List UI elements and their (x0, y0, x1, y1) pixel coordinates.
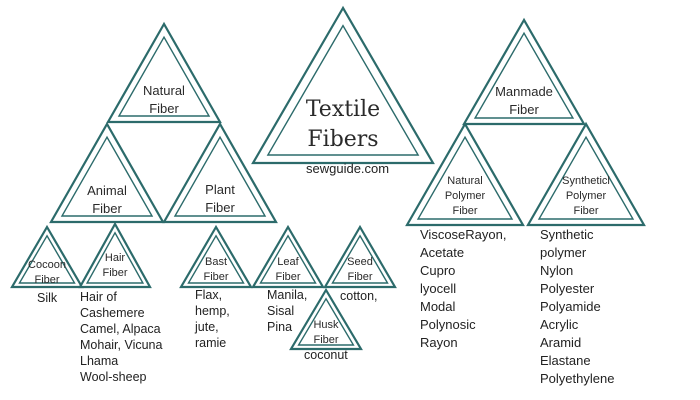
bast-fiber-triangle (179, 224, 253, 289)
list-husk: coconut (304, 346, 348, 364)
list-item: Acrylic (540, 317, 579, 332)
animal-fiber-triangle-label: Animal (87, 183, 127, 198)
list-item: Camel, Alpaca (80, 322, 161, 336)
list-item: Acetate (420, 245, 465, 260)
list-item: Polyethylene (540, 371, 615, 386)
leaf-fiber-triangle-label: Leaf (277, 256, 299, 268)
source-credit: sewguide.com (306, 161, 390, 176)
husk-fiber-triangle-label: Fiber (313, 334, 338, 346)
list-item: Pina (267, 320, 293, 334)
natural-polymer-triangle-label: Fiber (452, 205, 477, 217)
list-item: Rayon (420, 335, 458, 350)
title-triangle (251, 5, 435, 165)
list-item: Hair of (80, 290, 117, 304)
list-item: Aramid (540, 335, 582, 350)
list-item: hemp, (195, 304, 230, 318)
seed-fiber-triangle-label: Seed (347, 256, 373, 268)
animal-fiber-triangle (49, 121, 165, 224)
list-item: Polyester (540, 281, 595, 296)
synthetic-polymer-triangle-label: Polymer (566, 190, 607, 202)
synthetic-polymer-triangle-label: Syntheticl (562, 175, 610, 187)
list-item: Polyamide (540, 299, 601, 314)
natural-polymer-triangle (405, 121, 525, 227)
list-cocoon: Silk (37, 289, 57, 307)
list-item: Cashemere (80, 306, 145, 320)
cocoon-fiber-triangle (10, 224, 84, 289)
list-item: Elastane (540, 353, 591, 368)
list-item: Lhama (80, 354, 119, 368)
list-item: Nylon (540, 263, 574, 278)
list-item: lyocell (420, 281, 457, 296)
list-bast: Flax, hemp, jute, ramie (195, 287, 230, 351)
natural-fiber-triangle-label: Fiber (149, 101, 179, 116)
bast-fiber-triangle-label: Fiber (203, 271, 228, 283)
list-item: Mohair, Vicuna (80, 338, 163, 352)
hair-fiber-triangle-label: Fiber (102, 267, 127, 279)
synthetic-polymer-triangle-label: Fiber (573, 205, 598, 217)
list-item: Wool-sheep (80, 370, 147, 384)
list-item: Flax, (195, 288, 223, 302)
seed-fiber-triangle-label: Fiber (347, 271, 372, 283)
cocoon-fiber-triangle-label: Cocoon (28, 259, 66, 271)
hair-fiber-triangle-label: Hair (105, 252, 126, 264)
list-item: Silk (37, 291, 58, 305)
natural-polymer-triangle-label: Polymer (445, 190, 486, 202)
list-seed: cotton, (340, 287, 378, 305)
title-triangle-label: Textile (306, 97, 380, 122)
leaf-fiber-triangle-label: Fiber (275, 271, 300, 283)
list-item: Synthetic (540, 227, 594, 242)
list-item: polymer (540, 245, 587, 260)
list-item: Cupro (420, 263, 456, 278)
list-item: Polynosic (420, 317, 476, 332)
list-item: Modal (420, 299, 456, 314)
list-item: cotton, (340, 289, 378, 303)
list-item: Manila, (267, 288, 308, 302)
list-item: ramie (195, 336, 227, 350)
plant-fiber-triangle-label: Fiber (205, 200, 235, 215)
natural-fiber-triangle (106, 21, 222, 124)
synthetic-polymer-triangle (526, 121, 646, 227)
natural-fiber-triangle-label: Natural (143, 83, 185, 98)
title-triangle-label: Fibers (307, 127, 378, 152)
list-item: ViscoseRayon, (420, 227, 507, 242)
list-item: jute, (195, 320, 219, 334)
manmade-fiber-triangle (462, 17, 586, 126)
seed-fiber-triangle (323, 224, 397, 289)
list-item: Sisal (267, 304, 295, 318)
manmade-fiber-triangle-label: Manmade (495, 84, 553, 99)
bast-fiber-triangle-label: Bast (205, 256, 227, 268)
plant-fiber-triangle (162, 121, 278, 224)
leaf-fiber-triangle (251, 224, 325, 289)
animal-fiber-triangle-label: Fiber (92, 201, 122, 216)
husk-fiber-triangle-label: Husk (313, 319, 339, 331)
list-item: coconut (304, 348, 348, 362)
husk-fiber-triangle (289, 287, 363, 351)
manmade-fiber-triangle-label: Fiber (509, 102, 539, 117)
hair-fiber-triangle (78, 221, 152, 289)
natural-polymer-triangle-label: Natural (447, 175, 482, 187)
cocoon-fiber-triangle-label: Fiber (34, 274, 59, 286)
plant-fiber-triangle-label: Plant (205, 182, 235, 197)
